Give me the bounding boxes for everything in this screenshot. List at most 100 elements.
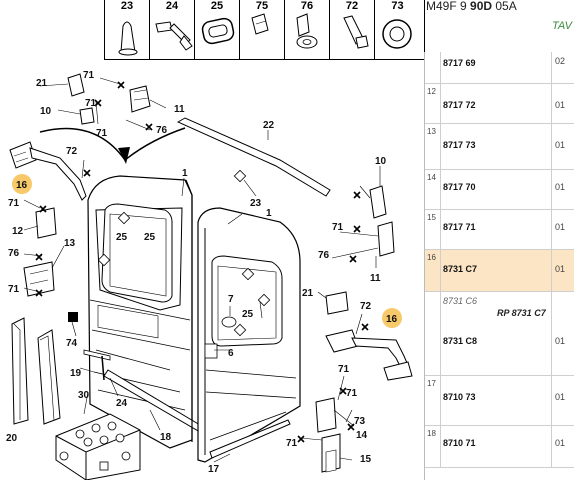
part-quantity: 01 [555, 438, 566, 448]
left-hinge-12 [35, 207, 57, 239]
part-reference: 8731 C8 [443, 336, 478, 346]
callout-22: 22 [263, 120, 275, 131]
row-index: 18 [425, 426, 441, 467]
callout-76: 76 [318, 250, 330, 261]
plug-icon [118, 21, 138, 56]
callout-71: 71 [286, 438, 298, 449]
door-handle-6 [204, 343, 218, 359]
legend-number: 72 [345, 0, 359, 12]
grommet-icon [201, 17, 235, 45]
callout-1: 1 [266, 208, 272, 219]
callout-71: 71 [332, 222, 344, 233]
reference-header [426, 0, 574, 52]
table-row[interactable]: 15 8717 71 01 [425, 210, 574, 250]
leader-lines [23, 130, 269, 463]
callout-labels: 21 71 10 71 11 76 71 72 16 22 1 10 71 12… [6, 70, 398, 475]
table-row[interactable]: 14 8717 70 01 [425, 170, 574, 210]
callout-7: 7 [228, 294, 234, 305]
table-row[interactable]: 12 8717 72 01 [425, 84, 574, 124]
part-quantity: 01 [555, 392, 566, 402]
callout-1: 1 [182, 168, 188, 179]
callout-71: 71 [83, 70, 95, 81]
exploded-door-diagram: 21 71 10 71 11 76 71 72 16 22 1 10 71 12… [6, 70, 413, 480]
legend-cell-76: 76 [285, 0, 330, 60]
part-quantity: 01 [555, 222, 566, 232]
table-row-highlighted[interactable]: 16 8731 C7 01 [425, 250, 574, 292]
rivet-icon [155, 21, 193, 51]
callout-11: 11 [174, 104, 185, 115]
part-reference: 8717 71 [443, 222, 476, 232]
legend-cell-25: 25 [195, 0, 240, 60]
left-hinge-13 [23, 261, 55, 297]
part-quantity: 01 [555, 264, 566, 274]
callout-25: 25 [242, 309, 254, 320]
callout-6: 6 [228, 348, 234, 359]
table-row[interactable]: 17 8710 73 01 [425, 376, 574, 426]
part-reference: 8710 73 [443, 392, 476, 402]
row-index: 15 [425, 210, 441, 249]
callout-71: 71 [8, 198, 20, 209]
catalog-code-suffix: 05A [492, 0, 517, 13]
bracket-21 [325, 291, 349, 315]
part-quantity: 01 [555, 140, 566, 150]
tab-label[interactable]: TAV [552, 20, 572, 32]
row-index: 17 [425, 376, 441, 425]
legend-cell-73: 73 [375, 0, 420, 60]
callout-73: 73 [354, 416, 366, 427]
legend-number: 23 [120, 0, 134, 12]
callout-71: 71 [96, 128, 108, 139]
callout-71: 71 [346, 388, 358, 399]
legend-cell-24: 24 [150, 0, 195, 60]
table-row[interactable]: 18 8710 71 01 [425, 426, 574, 468]
legend-number: 73 [391, 0, 404, 12]
top-hinge-assembly [39, 73, 167, 131]
door-check-strap-left [9, 141, 87, 201]
legend-cell-75: 75 [240, 0, 285, 60]
callout-23: 23 [250, 198, 262, 209]
row-index: 13 [425, 124, 441, 169]
callout-highlight-16-left [12, 174, 32, 194]
row-index [425, 52, 441, 83]
bolt-washer-icon [296, 13, 318, 49]
part-alternate: 8731 C6 [443, 296, 478, 306]
table-row[interactable]: 8717 69 02 [425, 52, 574, 84]
legend-number: 25 [210, 0, 224, 12]
callout-72: 72 [66, 146, 78, 157]
row-index [425, 292, 441, 375]
table-row[interactable]: 13 8717 73 01 [425, 124, 574, 170]
callout-74: 74 [66, 338, 78, 349]
table-row[interactable]: 8731 C6 RP 8731 C7 8731 C8 01 [425, 292, 574, 376]
callout-arc-right [124, 127, 186, 161]
fastener-legend-strip: 23 24 25 75 76 7 [104, 0, 425, 60]
row-index: 12 [425, 84, 441, 123]
callout-10: 10 [375, 156, 387, 167]
callout-21: 21 [302, 288, 314, 299]
legend-number: 75 [255, 0, 269, 12]
part-quantity: 02 [555, 56, 566, 66]
callout-76: 76 [8, 248, 20, 259]
part-reference: 8717 70 [443, 182, 476, 192]
part-reference: 8731 C7 [443, 264, 478, 274]
hex-bolt-icon [343, 15, 369, 49]
door-check-strap-right [325, 313, 413, 381]
fastener-kit-30 [55, 413, 141, 480]
catalog-code: M49F 9 90D 05A [426, 0, 517, 13]
callout-12: 12 [12, 226, 24, 237]
callout-17: 17 [208, 464, 220, 475]
callout-14: 14 [356, 430, 368, 441]
legend-number: 76 [300, 0, 314, 12]
part-reference: 8717 72 [443, 100, 476, 110]
callout-20: 20 [6, 433, 18, 444]
callout-15: 15 [360, 454, 372, 465]
part-quantity: 01 [555, 182, 566, 192]
roof-seal-22 [176, 117, 331, 197]
callout-71: 71 [85, 98, 97, 109]
callout-11: 11 [370, 273, 381, 284]
part-reference: 8717 69 [443, 58, 476, 68]
callout-76: 76 [156, 125, 168, 136]
part-quantity: 01 [555, 336, 566, 346]
callout-highlight-16-right [382, 308, 402, 328]
screw-clip-icon [251, 13, 269, 35]
callout-25: 25 [144, 232, 156, 243]
callout-16-right: 16 [386, 314, 398, 325]
